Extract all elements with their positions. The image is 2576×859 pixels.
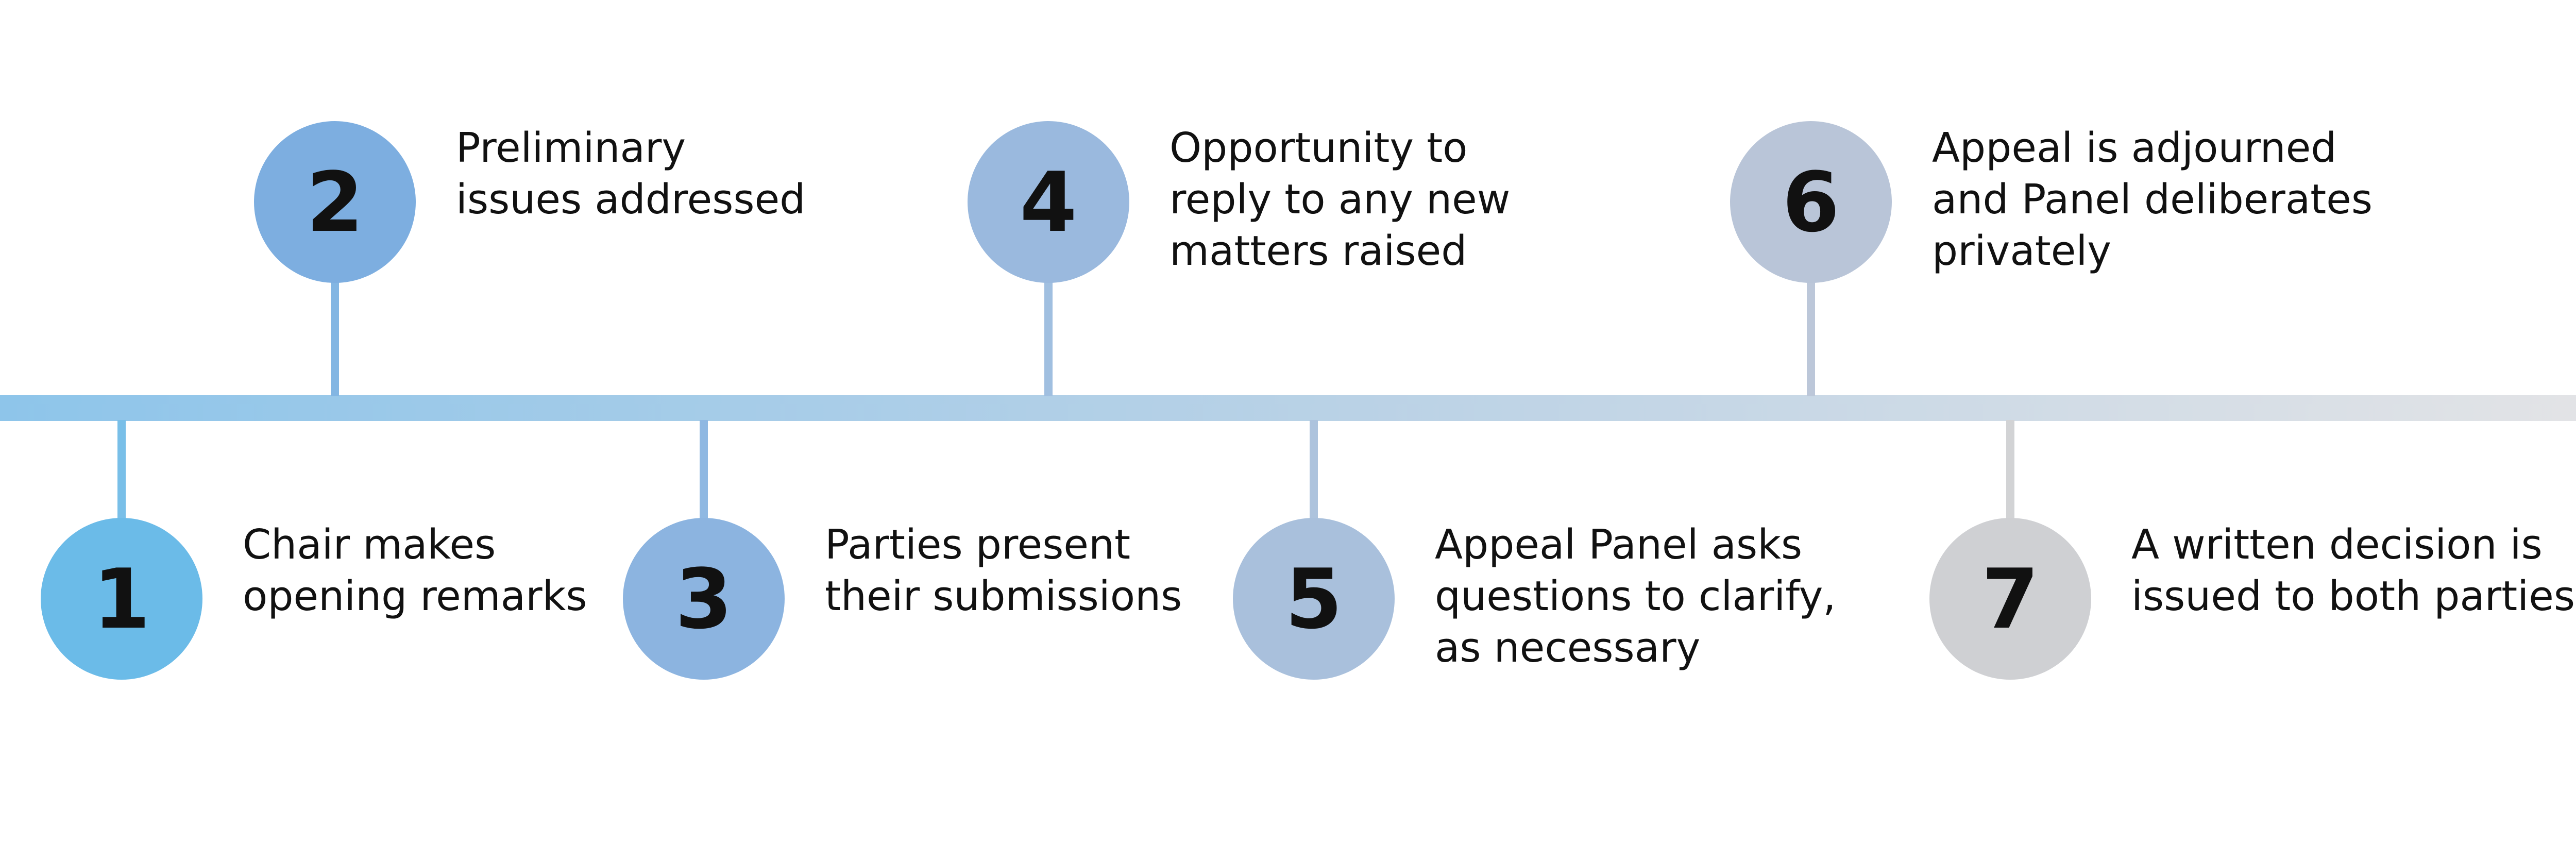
step-5-description-line: Appeal Panel asks [1435,521,1803,568]
step-4-description-line: reply to any new [1170,176,1511,223]
step-4-circle [968,121,1129,283]
step-5-description-line: questions to clarify, [1435,572,1836,620]
timeline-axis [0,395,2576,421]
step-5-description-line: as necessary [1435,624,1701,671]
step-4-description-line: Opportunity to [1170,124,1468,172]
step-2-number: 2 [306,154,363,250]
step-1-description-line: Chair makes [243,521,496,568]
step-3-circle [623,518,785,680]
step-2-circle [254,121,416,283]
step-4-number: 4 [1020,154,1077,250]
step-7-number: 7 [1981,551,2039,647]
step-5-circle [1233,518,1395,680]
step-1-description-line: opening remarks [243,572,587,620]
step-5-number: 5 [1285,551,1342,647]
step-6-circle [1730,121,1892,283]
step-2-description-line: Preliminary [456,124,686,172]
step-1-circle [41,518,202,680]
step-3-number: 3 [675,551,732,647]
step-6-description-line: and Panel deliberates [1932,176,2372,223]
step-2-description-line: issues addressed [456,176,806,223]
step-4-description-line: matters raised [1170,227,1467,275]
step-1-number: 1 [93,551,150,647]
step-3-description-line: their submissions [825,572,1182,620]
step-7-description-line: A written decision is [2131,521,2543,568]
step-7-circle [1929,518,2091,680]
step-7-description-line: issued to both parties [2131,572,2575,620]
step-6-number: 6 [1782,154,1839,250]
step-6-description-line: privately [1932,227,2112,275]
timeline-steps: 1 2 3 4 5 6 7 [41,121,2091,680]
step-3-description-line: Parties present [825,521,1131,568]
step-6-description-line: Appeal is adjourned [1932,124,2337,172]
